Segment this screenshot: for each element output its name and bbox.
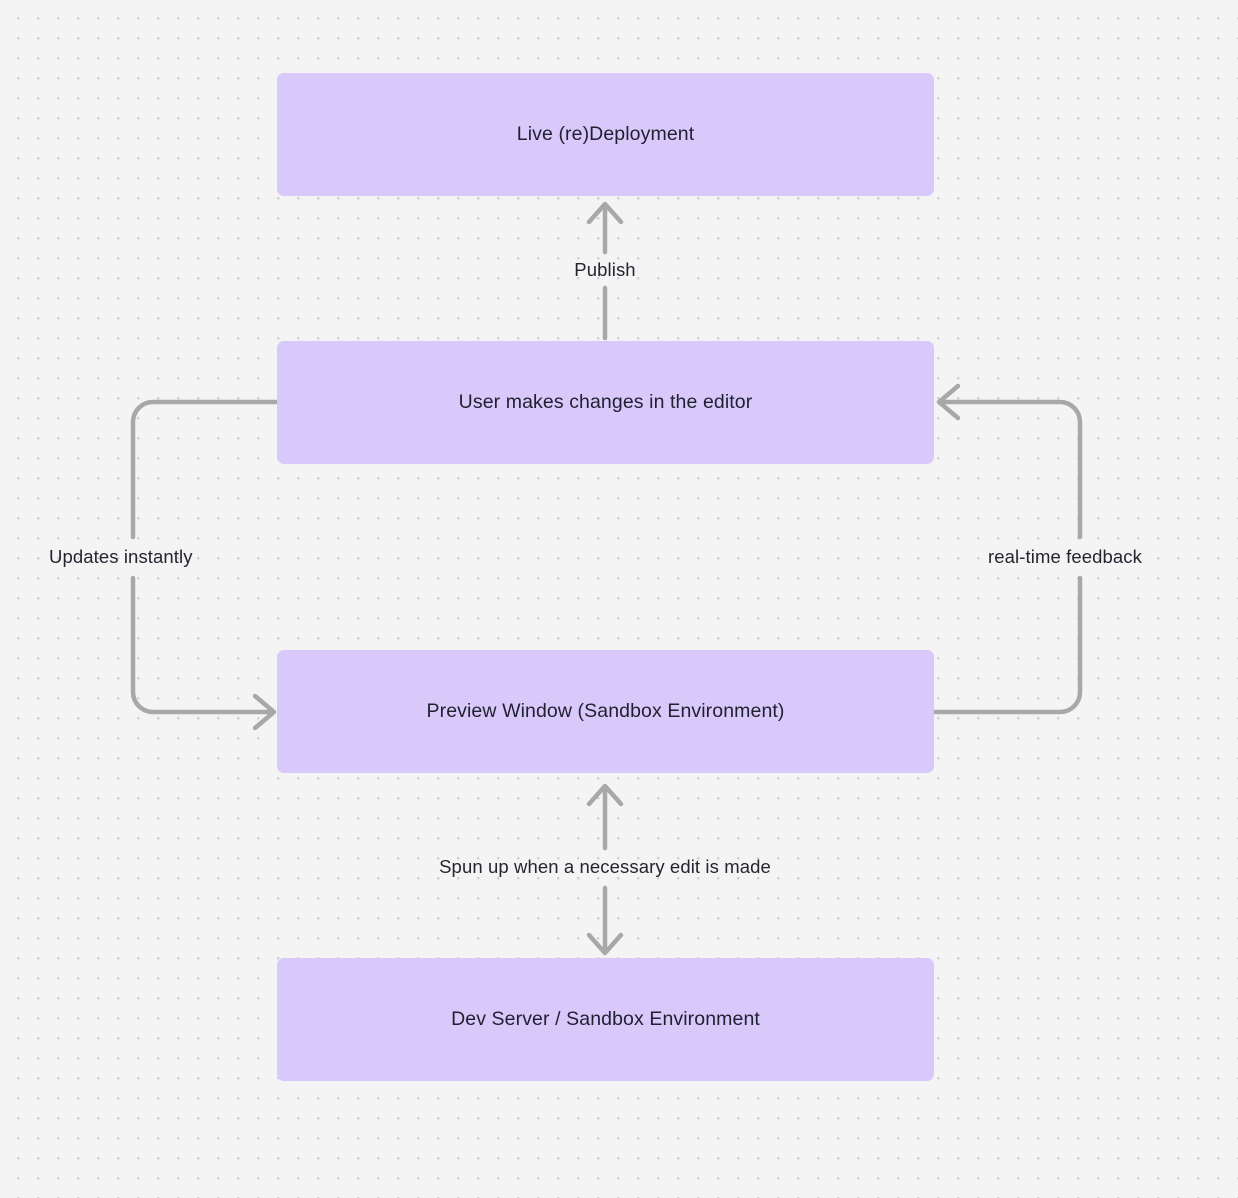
node-label-preview-window: Preview Window (Sandbox Environment) [426, 700, 785, 722]
node-user-edits[interactable]: User makes changes in the editor [277, 341, 934, 464]
edge-label-spun-up: Spun up when a necessary edit is made [439, 856, 771, 877]
node-dev-server[interactable]: Dev Server / Sandbox Environment [277, 958, 934, 1081]
node-live-deployment[interactable]: Live (re)Deployment [277, 73, 934, 196]
node-label-dev-server: Dev Server / Sandbox Environment [451, 1008, 760, 1030]
node-label-live-deployment: Live (re)Deployment [516, 123, 695, 145]
edge-label-publish: Publish [574, 259, 636, 280]
edge-label-updates-instantly: Updates instantly [49, 546, 193, 567]
edge-label-real-time-feedback: real-time feedback [988, 546, 1142, 567]
node-preview-window[interactable]: Preview Window (Sandbox Environment) [277, 650, 934, 773]
node-label-user-edits: User makes changes in the editor [458, 391, 753, 413]
